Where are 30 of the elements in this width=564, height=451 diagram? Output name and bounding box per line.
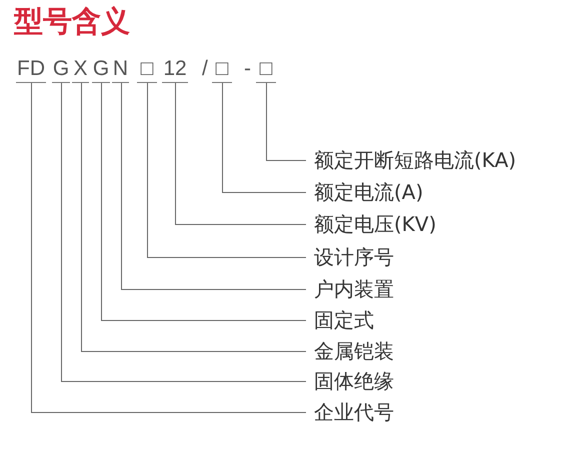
leader-line xyxy=(81,82,306,352)
meaning-label: 额定电压(KV) xyxy=(306,210,436,238)
meaning-label: 额定开断短路电流(KA) xyxy=(306,146,516,174)
code-segment: G xyxy=(52,55,70,83)
code-segment: □ xyxy=(137,55,157,83)
leader-line xyxy=(121,82,306,290)
separator-sign: / xyxy=(202,56,208,82)
code-segment: □ xyxy=(256,55,276,83)
code-segment: FD xyxy=(16,55,46,83)
meaning-label: 设计序号 xyxy=(306,243,394,271)
meaning-label: 固体绝缘 xyxy=(306,367,394,395)
leader-line xyxy=(222,82,306,193)
meaning-label: 金属铠装 xyxy=(306,337,394,365)
leader-line xyxy=(266,82,306,161)
leader-line xyxy=(101,82,306,321)
code-segment: □ xyxy=(212,55,232,83)
code-segment: G xyxy=(92,55,110,83)
meaning-label: 企业代号 xyxy=(306,398,394,426)
code-segment: X xyxy=(72,55,89,83)
title: 型号含义 xyxy=(14,3,130,40)
meaning-label: 额定电流(A) xyxy=(306,178,424,206)
leader-line xyxy=(61,82,306,382)
meaning-label: 户内装置 xyxy=(306,275,394,303)
code-segment: 12 xyxy=(162,55,188,83)
separator-sign: - xyxy=(244,56,251,82)
meaning-label: 固定式 xyxy=(306,306,374,334)
code-segment: N xyxy=(112,55,129,83)
leader-line xyxy=(147,82,306,258)
leader-line xyxy=(175,82,306,225)
leader-line xyxy=(31,82,306,413)
